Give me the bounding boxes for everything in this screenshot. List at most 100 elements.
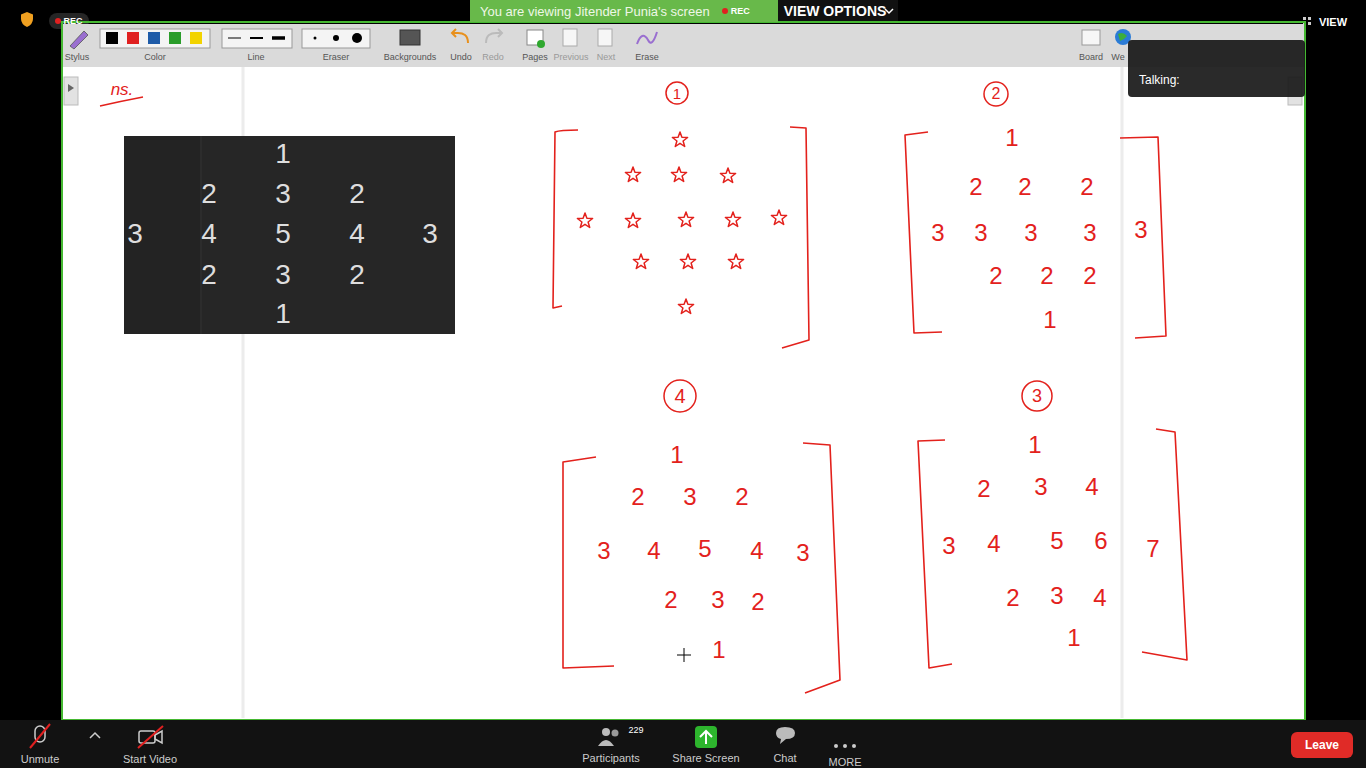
pattern-digit: 2 xyxy=(349,261,365,289)
star-pattern xyxy=(625,167,640,182)
star-pattern xyxy=(728,254,743,269)
pattern-digit: 2 xyxy=(201,261,217,289)
bottom-bar xyxy=(776,727,795,744)
pattern-digit: 2 xyxy=(751,590,764,614)
toolbar-icons xyxy=(452,29,468,43)
toolbar-icons xyxy=(563,29,577,46)
toolbar-icons xyxy=(1118,33,1127,41)
view-grid-icon xyxy=(1303,17,1306,20)
shield-icon xyxy=(21,12,33,27)
pattern-digit: 6 xyxy=(1094,529,1107,553)
pattern-digit: 3 xyxy=(931,221,944,245)
pattern-image: 1232345432321 xyxy=(124,136,455,334)
bottom-bar xyxy=(0,720,1366,768)
pattern-digit: 3 xyxy=(1024,221,1037,245)
toolbar-label: MORE xyxy=(829,757,862,768)
pattern-digit: 3 xyxy=(597,539,610,563)
banner-text: REC xyxy=(722,7,750,16)
tool-label: We xyxy=(1111,53,1124,62)
toolbar-icons xyxy=(486,29,502,43)
toolbar-icons xyxy=(169,32,181,44)
talking-panel: Talking: xyxy=(1128,40,1305,97)
pattern-digit: 3 xyxy=(683,485,696,509)
pattern-number-circle: 3 xyxy=(1021,380,1053,412)
whiteboard xyxy=(68,84,74,92)
view-options-area xyxy=(778,0,898,22)
pattern-digit: 4 xyxy=(647,539,660,563)
bottom-bar xyxy=(700,731,712,744)
pattern-digit: 2 xyxy=(1080,175,1093,199)
pattern-digit: 2 xyxy=(969,175,982,199)
toolbar-label: Chat xyxy=(773,753,796,764)
tool-label: Pages xyxy=(522,53,548,62)
bottom-bar xyxy=(90,733,100,738)
whiteboard xyxy=(1121,67,1124,718)
pattern-digit: 2 xyxy=(989,264,1002,288)
pattern-digit: 4 xyxy=(1085,475,1098,499)
pattern-digit: 3 xyxy=(711,588,724,612)
pattern-digit: 1 xyxy=(1043,308,1056,332)
toolbar-icons xyxy=(100,29,210,48)
pattern-digit: 5 xyxy=(698,537,711,561)
rec-dot xyxy=(722,8,728,14)
tool-label: Board xyxy=(1079,53,1103,62)
whiteboard xyxy=(64,77,78,105)
note-text: ns. xyxy=(111,81,134,98)
rec-badge xyxy=(55,18,61,24)
menu-label: VIEW OPTIONS xyxy=(784,4,887,18)
toolbar-icons xyxy=(598,29,612,46)
pattern-number-circle: 1 xyxy=(665,81,689,105)
star-pattern xyxy=(678,299,693,314)
pattern-digit: 4 xyxy=(987,532,1000,556)
star-pattern xyxy=(680,254,695,269)
toolbar-icons xyxy=(637,32,657,44)
pattern-digit: 2 xyxy=(977,477,990,501)
pattern-digit: 3 xyxy=(942,534,955,558)
pattern-digit: 2 xyxy=(1006,586,1019,610)
pattern-digit: 7 xyxy=(1146,537,1159,561)
star-pattern xyxy=(633,254,648,269)
pattern-digit: 2 xyxy=(349,180,365,208)
star-pattern xyxy=(625,213,640,228)
star-pattern xyxy=(725,212,740,227)
mouse-cursor xyxy=(684,648,685,662)
pattern-digit: 3 xyxy=(1034,475,1047,499)
toolbar-icons xyxy=(400,30,420,45)
toolbar-icons xyxy=(190,32,202,44)
matrix-bracket xyxy=(782,127,809,348)
bottom-bar xyxy=(852,744,856,748)
circle-outline xyxy=(666,82,688,104)
toolbar-icons xyxy=(228,38,241,39)
toolbar-icons xyxy=(1082,30,1100,45)
pattern-digit: 5 xyxy=(1050,529,1063,553)
matrix-bracket xyxy=(803,443,840,693)
bottom-bar xyxy=(0,720,1366,768)
toolbar-icons xyxy=(70,31,88,49)
whiteboard xyxy=(62,22,1305,720)
pattern-digit: 1 xyxy=(1028,433,1041,457)
matrix-bracket xyxy=(563,457,614,668)
bottom-bar xyxy=(843,744,847,748)
bottom-bar xyxy=(695,726,717,748)
pattern-digit: 1 xyxy=(712,638,725,662)
pattern-digit: 1 xyxy=(275,140,291,168)
star-pattern xyxy=(771,210,786,225)
matrix-bracket xyxy=(1120,137,1166,338)
pattern-digit: 2 xyxy=(201,180,217,208)
star-pattern xyxy=(678,212,693,227)
pattern-digit: 1 xyxy=(670,443,683,467)
tool-label: Line xyxy=(247,53,264,62)
banner-text: You are viewing Jitender Punia's screen xyxy=(480,5,710,18)
pattern-number-circle: 4 xyxy=(663,379,697,413)
toolbar-icons xyxy=(302,29,370,48)
toolbar-icons xyxy=(352,33,362,43)
toolbar-icons xyxy=(333,35,339,41)
circle-outline xyxy=(1022,381,1052,411)
mouse-cursor xyxy=(677,648,691,662)
circle-outline xyxy=(984,82,1008,106)
tool-label: Redo xyxy=(482,53,504,62)
tool-label: Previous xyxy=(553,53,588,62)
pattern-digit: 2 xyxy=(1083,264,1096,288)
